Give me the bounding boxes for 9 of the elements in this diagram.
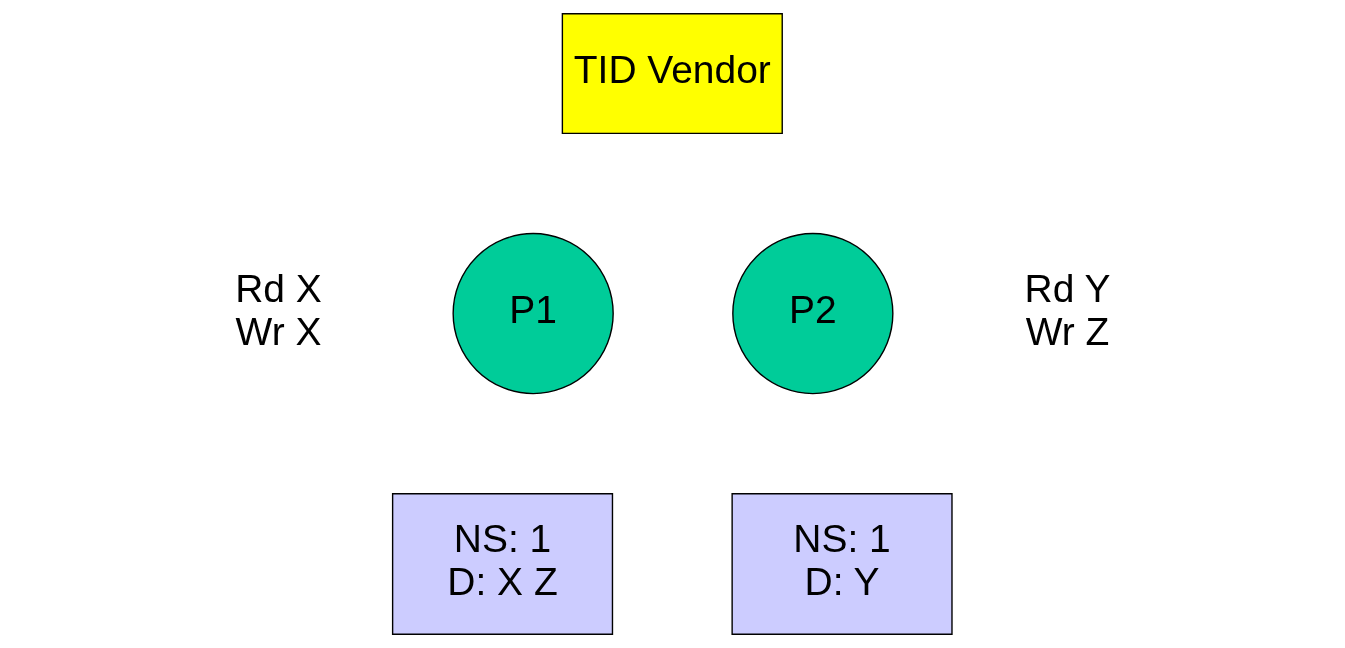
node-label: Wr Z (1025, 309, 1109, 353)
node-box: TID Vendor (561, 13, 783, 135)
node-box: NS: 1 D: Y (730, 493, 953, 635)
node-circle: P1 (451, 232, 614, 395)
node-label: Rd Y (1024, 266, 1110, 310)
node-box: NS: 1 D: X Z (391, 493, 613, 635)
node-circle: P2 (731, 232, 894, 395)
node-label: Wr X (235, 309, 321, 353)
node-label: Rd X (234, 266, 322, 310)
